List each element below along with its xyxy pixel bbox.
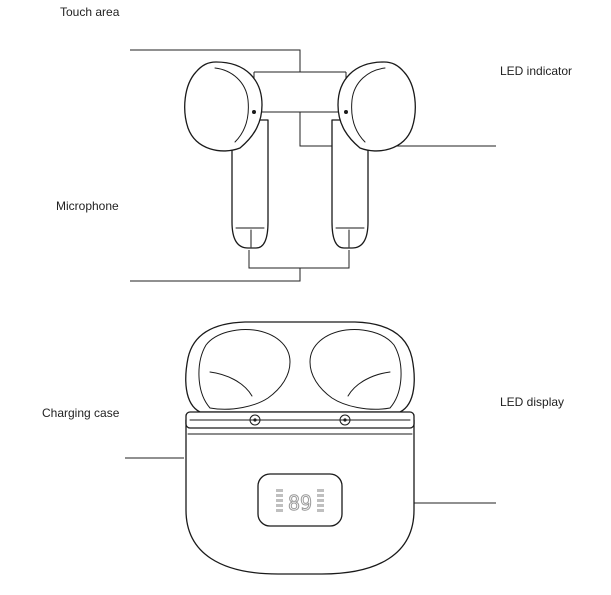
leader-led-indicator	[259, 111, 496, 147]
label-led-display: LED display	[500, 395, 564, 409]
right-led-indicator-dot	[344, 110, 348, 114]
left-led-indicator-dot	[252, 110, 256, 114]
right-battery-bars	[317, 489, 324, 512]
label-touch-area: Touch area	[60, 5, 120, 19]
label-led-indicator: LED indicator	[500, 64, 572, 78]
left-battery-bars	[276, 489, 283, 512]
led-display-window	[257, 473, 343, 527]
led-display-digits: 89	[288, 491, 312, 515]
left-earbud	[184, 61, 269, 249]
right-earbud	[331, 61, 416, 249]
label-microphone: Microphone	[56, 199, 119, 213]
label-charging-case: Charging case	[42, 406, 120, 420]
leader-microphone	[130, 250, 350, 282]
charging-case: 89	[185, 321, 415, 575]
